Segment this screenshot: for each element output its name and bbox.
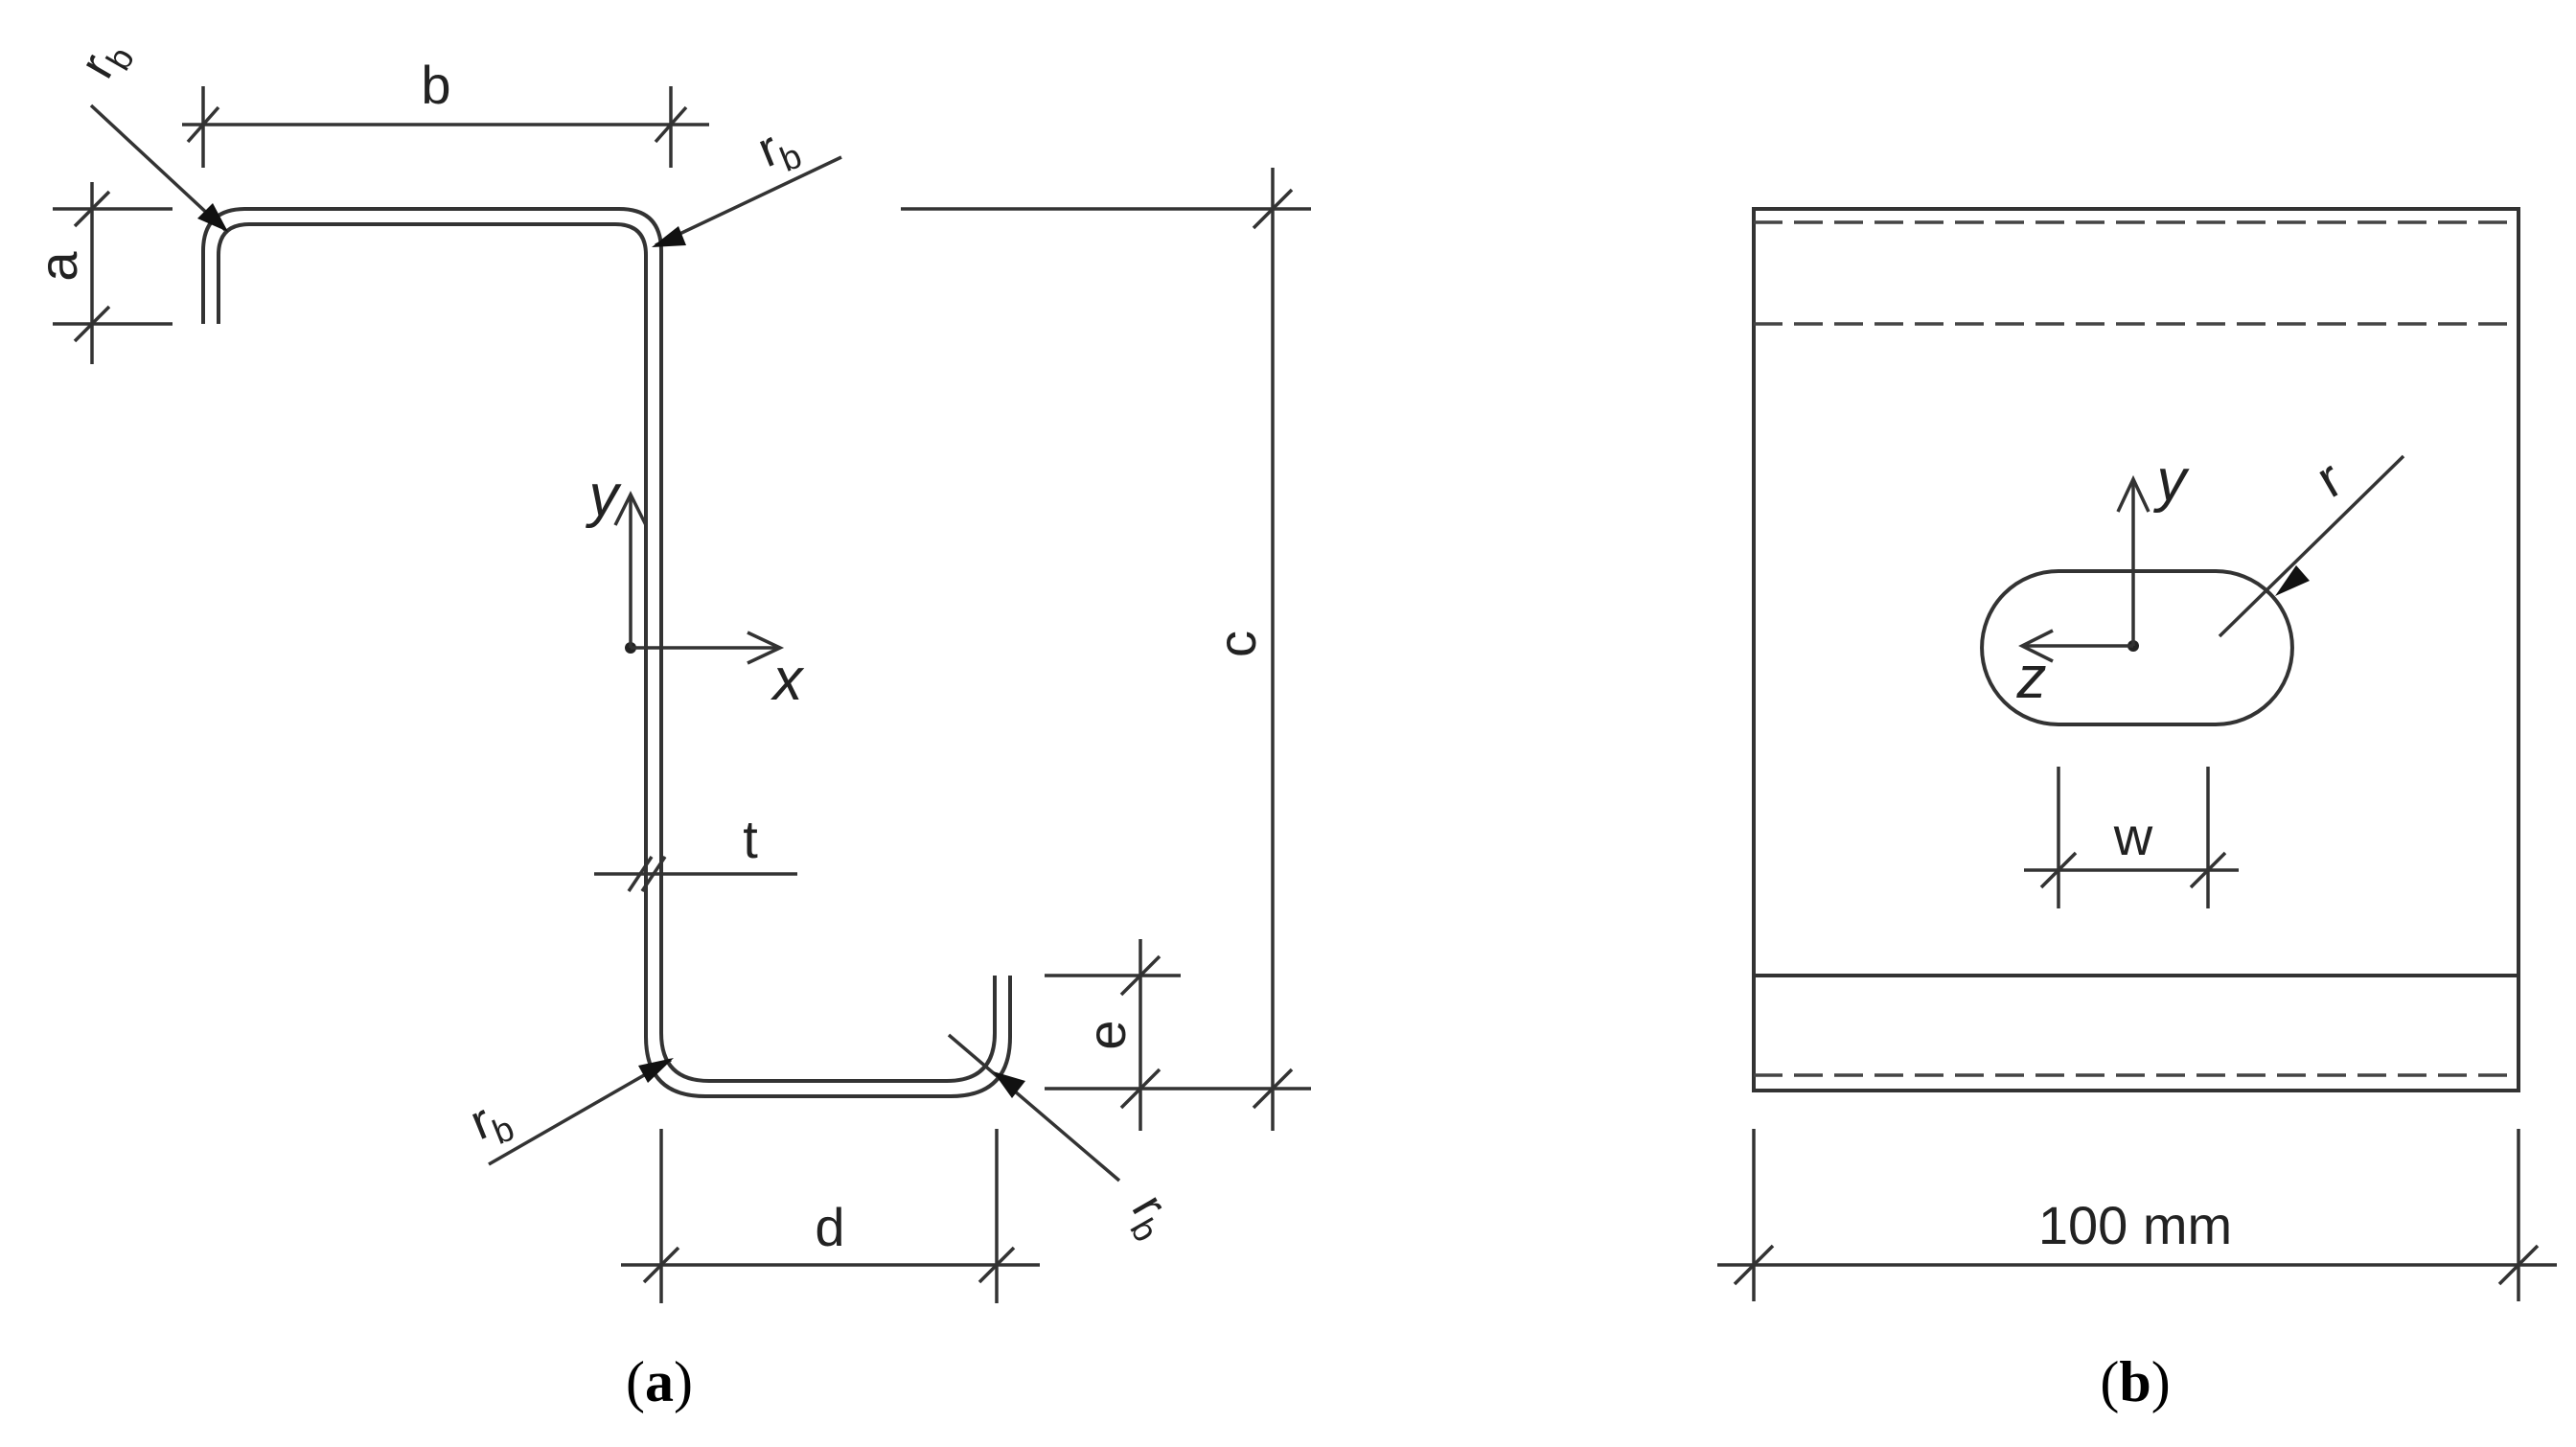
bend-radius-top-right: rb <box>652 113 842 247</box>
svg-text:rb: rb <box>463 1086 519 1158</box>
bend-radius-bottom-left: rb <box>463 1058 674 1166</box>
dimension-e: e <box>1045 939 1181 1131</box>
dimension-a: a <box>28 182 172 364</box>
label-axis-z: z <box>2016 645 2047 711</box>
label-c: c <box>1207 631 1267 657</box>
svg-text:rb: rb <box>1115 1185 1187 1248</box>
axes-yz: y z <box>2016 448 2191 711</box>
caption-b: (b) <box>2100 1350 2170 1413</box>
panel-a: b a c e <box>28 29 1311 1413</box>
label-axis-y-b: y <box>2153 448 2191 514</box>
dimension-b: b <box>182 55 709 168</box>
svg-text:rb: rb <box>750 113 807 185</box>
label-width-100mm: 100 mm <box>2038 1195 2232 1255</box>
label-axis-x: x <box>770 647 805 713</box>
caption-a: (a) <box>626 1350 693 1413</box>
z-section-profile-inner <box>217 222 1012 1098</box>
panel-b: r y z w 100 mm <box>1717 207 2557 1413</box>
slotted-hole <box>1980 569 2294 726</box>
label-e: e <box>1076 1020 1137 1049</box>
label-w: w <box>2113 806 2153 866</box>
dimension-w: w <box>2024 767 2239 908</box>
label-b: b <box>421 55 450 115</box>
dimension-t: t <box>594 809 797 892</box>
axes-xy: y x <box>586 463 805 713</box>
z-section-profile <box>201 207 997 1083</box>
plate-outline <box>1752 207 2520 1092</box>
dimension-d: d <box>621 1129 1040 1303</box>
svg-text:rb: rb <box>69 29 142 91</box>
z-section-centerline <box>209 215 1004 1091</box>
dimension-100mm: 100 mm <box>1717 1129 2557 1301</box>
label-slot-r: r <box>2306 448 2352 509</box>
dimension-c: c <box>901 168 1311 1131</box>
label-axis-y: y <box>586 463 623 529</box>
slot-radius-leader: r <box>2218 448 2405 638</box>
label-d: d <box>815 1197 844 1257</box>
label-a: a <box>28 251 88 282</box>
bend-radius-bottom-right: rb <box>947 1033 1187 1248</box>
label-t: t <box>743 809 758 869</box>
